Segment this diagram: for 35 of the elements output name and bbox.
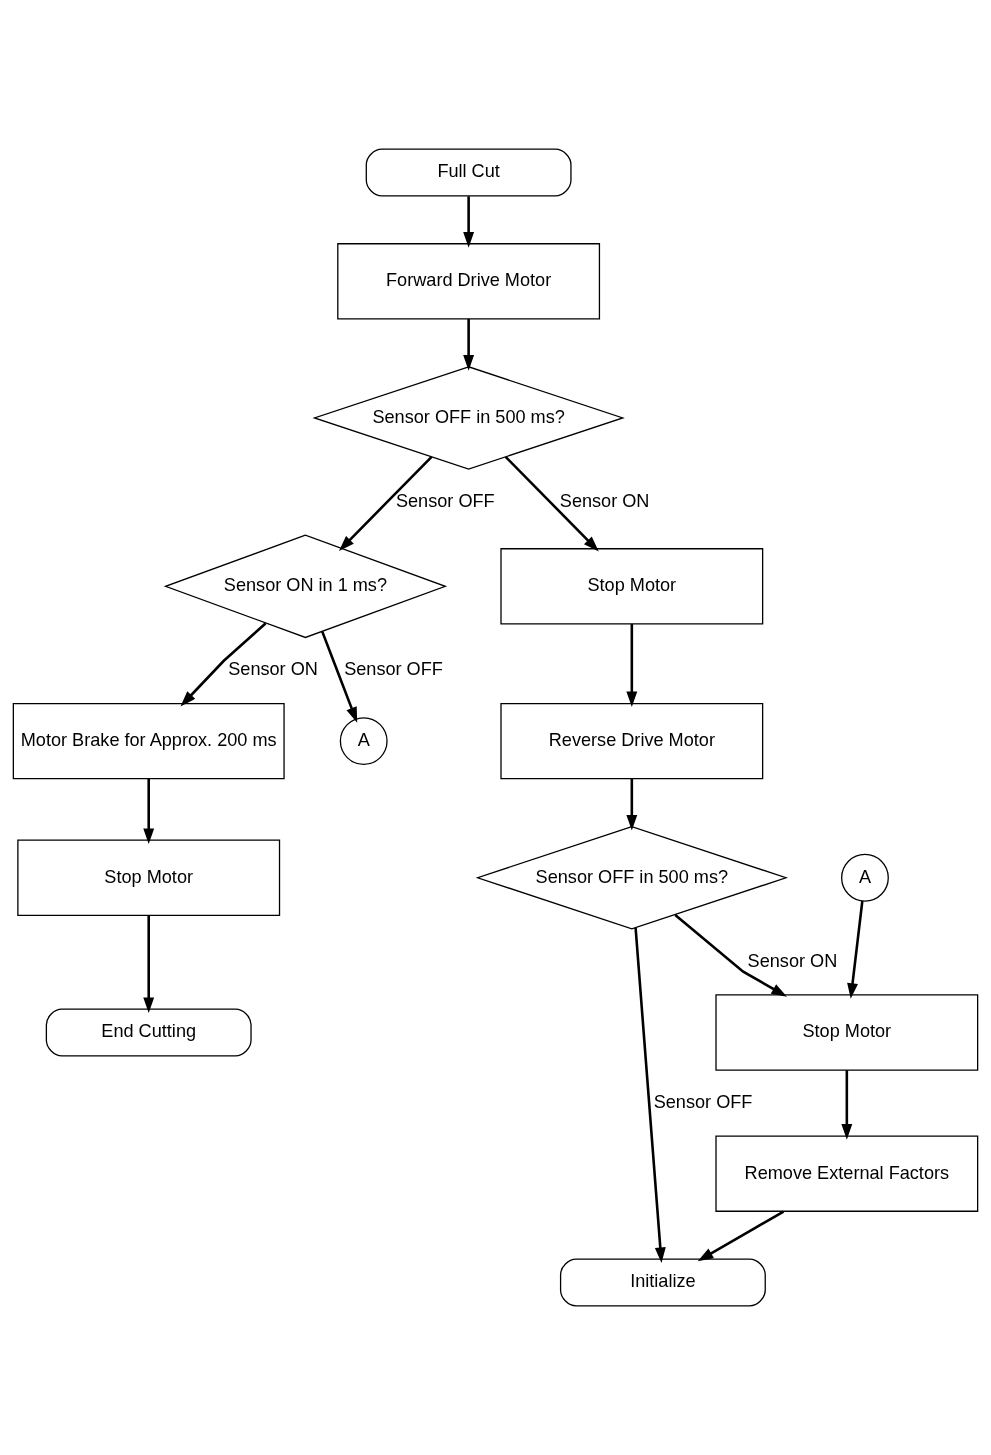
arrow <box>626 778 638 831</box>
node-circle: A <box>841 853 889 902</box>
arrow <box>634 927 666 1264</box>
edge-label: Sensor OFF <box>653 1091 753 1112</box>
node-box: Full Cut <box>365 148 572 197</box>
node-box: Initialize <box>559 1258 766 1307</box>
arrow <box>504 455 599 552</box>
arrow <box>143 915 155 1014</box>
node-circle: A <box>339 717 388 766</box>
arrow <box>463 196 475 248</box>
arrow <box>180 622 267 707</box>
node-box: Reverse Drive Motor <box>500 702 764 780</box>
node-box: Forward Drive Motor <box>337 243 601 320</box>
edge-label: Sensor OFF <box>344 659 443 680</box>
node-box: Stop Motor <box>715 994 979 1071</box>
node-box: Remove External Factors <box>715 1135 979 1212</box>
arrow <box>697 1210 785 1262</box>
arrow <box>841 1070 853 1140</box>
node-box: Stop Motor <box>500 548 764 625</box>
arrow <box>463 318 475 371</box>
node-box: Stop Motor <box>17 839 281 916</box>
arrow <box>626 624 638 708</box>
arrow <box>143 778 155 845</box>
node-box: End Cutting <box>45 1008 252 1057</box>
edge-label: Sensor ON <box>559 490 650 511</box>
edge-label: Sensor OFF <box>395 490 495 511</box>
arrow <box>847 901 864 999</box>
arrow <box>674 914 787 997</box>
arrow <box>321 631 358 723</box>
node-box: Motor Brake for Approx. 200 ms <box>12 702 285 780</box>
edge-label: Sensor ON <box>228 659 318 680</box>
edge-label: Sensor ON <box>747 950 838 971</box>
arrow <box>339 455 433 551</box>
node-diamond: Sensor OFF in 500 ms? <box>312 366 625 470</box>
node-diamond: Sensor OFF in 500 ms? <box>475 825 788 930</box>
